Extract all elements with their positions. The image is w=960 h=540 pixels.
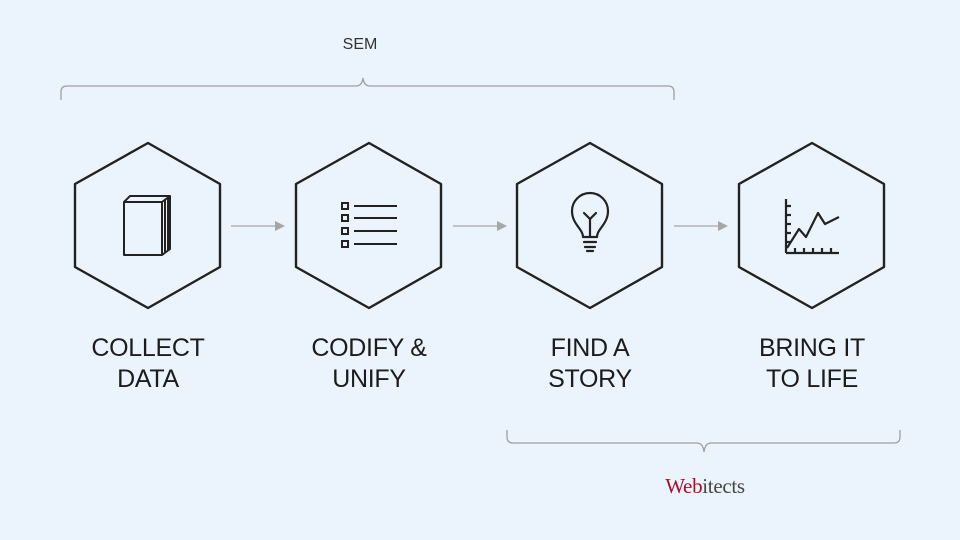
step-label-find-a-story: FIND A STORY — [500, 333, 680, 395]
brand-logo: Webitects — [640, 474, 770, 499]
step-label-line2: STORY — [548, 365, 632, 393]
step-label-line1: FIND A — [550, 334, 630, 362]
step-label-line2: DATA — [117, 365, 179, 393]
step-label-collect-data: COLLECT DATA — [58, 333, 238, 395]
step-label-codify-unify: CODIFY & UNIFY — [279, 333, 459, 395]
hexagon-codify-unify — [294, 141, 443, 310]
step-label-line2: UNIFY — [332, 365, 406, 393]
hexagon-find-a-story — [515, 141, 664, 310]
arrow-1 — [231, 221, 285, 231]
step-label-line1: CODIFY & — [311, 334, 427, 362]
step-label-bring-it-to-life: BRING IT TO LIFE — [722, 333, 902, 395]
hexagon-bring-it-to-life — [737, 141, 886, 310]
arrow-3 — [674, 221, 728, 231]
top-bracket — [60, 77, 675, 100]
brand-logo-part2: itects — [702, 474, 745, 498]
step-label-line1: COLLECT — [91, 334, 205, 362]
hexagon-collect-data — [73, 141, 222, 310]
step-label-line1: BRING IT — [759, 334, 865, 362]
lightbulb-icon — [570, 191, 610, 253]
step-label-line2: TO LIFE — [766, 365, 858, 393]
book-icon — [123, 195, 171, 256]
checklist-icon — [341, 202, 397, 248]
arrow-2 — [453, 221, 507, 231]
bottom-bracket — [506, 430, 901, 453]
sem-label: SEM — [342, 36, 378, 53]
brand-logo-part1: Web — [665, 474, 703, 498]
line-chart-icon — [784, 199, 840, 255]
